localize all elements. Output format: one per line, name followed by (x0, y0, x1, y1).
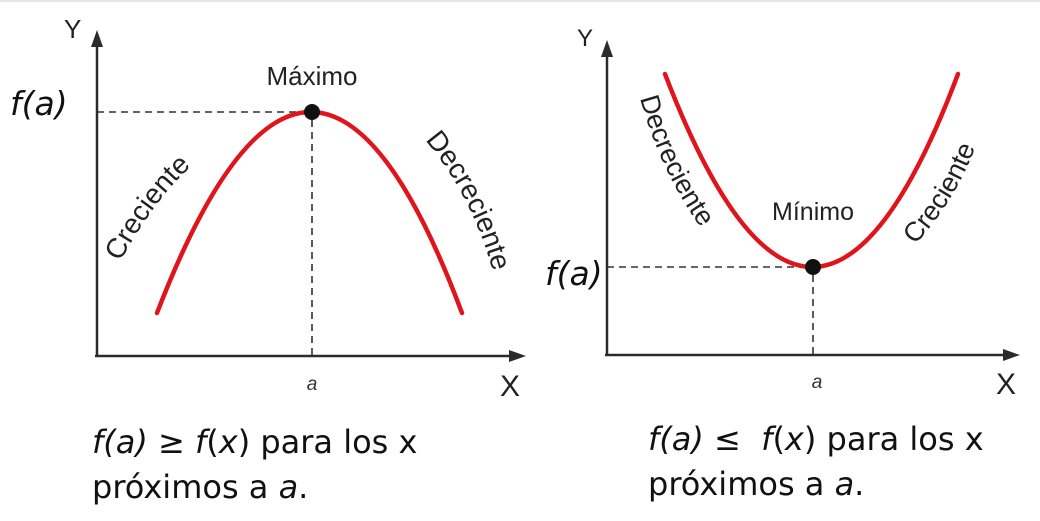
right-falling-label: Decreciente (634, 91, 720, 231)
left-rising-label: Creciente (98, 148, 195, 265)
left-value-label: f(a) (10, 84, 68, 123)
right-y-axis-label: Y (577, 25, 593, 52)
maximum-label: Máximo (266, 61, 357, 91)
right-y-arrow (601, 40, 613, 57)
right-x-axis-label: X (996, 368, 1016, 401)
maximum-point (304, 104, 320, 120)
left-x-arrow (509, 350, 526, 362)
left-y-arrow (91, 30, 103, 47)
left-parabola (154, 109, 465, 316)
left-y-axis-label: Y (64, 14, 81, 44)
left-x-axis-label: X (500, 370, 520, 403)
minimum-label: Mínimo (772, 198, 854, 226)
left-graph: Y X Máximo a Creciente Decreciente (64, 14, 526, 403)
left-caption-line2: próximos a a. (92, 468, 309, 506)
right-value-label: f(a) (545, 254, 603, 293)
top-divider (0, 0, 1040, 2)
left-caption: f(a) ≥ f(x) para los x próximos a a. (92, 420, 417, 510)
right-tick-a: a (812, 372, 823, 393)
right-caption: f(a) ≤ f(x) para los x próximos a a. (648, 417, 984, 507)
right-x-arrow (1003, 349, 1020, 361)
left-tick-a: a (307, 374, 318, 395)
right-graph: Y X Mínimo a Decreciente Creciente (577, 25, 1020, 401)
right-rising-label: Creciente (897, 138, 981, 249)
minimum-point (805, 259, 821, 275)
right-caption-line2: próximos a a. (648, 465, 865, 503)
right-caption-line1: f(a) ≤ f(x) para los x (648, 420, 984, 458)
left-caption-line1: f(a) ≥ f(x) para los x (92, 423, 418, 461)
